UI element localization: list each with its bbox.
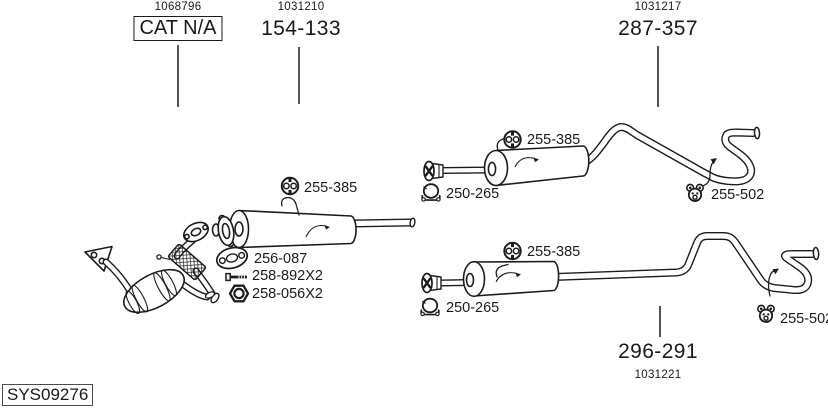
system-code: SYS09276 <box>2 384 94 406</box>
pipe-coupling-icon <box>422 160 445 182</box>
part-label-clamp-lower: 250-265 <box>446 300 500 316</box>
front-muffler-assembly <box>211 196 416 249</box>
part-label-hanger-middle: 255-385 <box>304 180 358 196</box>
ref-number-catalyst: 1068796 <box>154 1 202 13</box>
rubber-hanger-icon <box>502 129 523 150</box>
catalytic-converter-assembly <box>84 221 220 314</box>
rubber-hanger-icon <box>502 241 523 261</box>
part-label-clamp-upper: 250-265 <box>446 186 500 202</box>
bolt-icon <box>224 272 249 282</box>
gasket-icon <box>213 243 251 273</box>
rubber-hanger-icon <box>280 176 300 196</box>
part-label-hanger-lower: 255-385 <box>527 244 581 260</box>
part-label-bolt: 258-892X2 <box>252 268 323 284</box>
ref-number-front-muffler: 1031210 <box>277 1 325 13</box>
part-label-mount-upper: 255-502 <box>711 187 765 203</box>
clamp-icon <box>420 183 442 203</box>
pipe-coupling-icon <box>420 272 443 294</box>
part-number-rear-upper: 287-357 <box>618 17 698 40</box>
ref-number-rear-lower: 1031221 <box>634 369 682 381</box>
rear-system-lower <box>420 232 820 298</box>
part-label-gasket: 256-087 <box>254 251 308 267</box>
ref-number-rear-upper: 1031217 <box>634 1 682 13</box>
rubber-mount-icon <box>756 304 776 323</box>
part-label-mount-lower: 255-502 <box>780 311 828 327</box>
catalyst-label: CAT N/A <box>133 16 223 41</box>
part-label-nut: 258-056X2 <box>252 286 323 302</box>
rear-system-upper <box>422 123 761 187</box>
reference-leader-lines <box>177 45 661 337</box>
clamp-icon <box>419 297 441 317</box>
part-number-rear-lower: 296-291 <box>618 340 698 363</box>
part-number-front-muffler: 154-133 <box>261 17 341 40</box>
rubber-mount-icon <box>685 183 705 202</box>
part-label-hanger-upper: 255-385 <box>527 132 581 148</box>
nut-icon <box>228 284 250 303</box>
